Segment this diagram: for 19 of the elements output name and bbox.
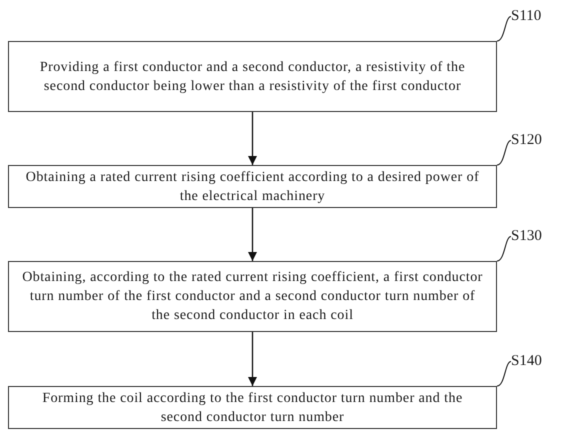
step-text: Forming the coil according to the first conductor turn number and the second conductor turn number: [41, 390, 464, 426]
process-box: [8, 386, 497, 429]
step-number: S140: [511, 353, 542, 370]
step-text: Obtaining, according to the rated current rising coefficient, a first conductor turn number of the first conductor and a second conductor turn number of the second conductor in each coil: [21, 269, 484, 325]
leader-line: [496, 140, 512, 166]
arrow: [248, 208, 257, 261]
step-text: Providing a first conductor and a second conductor, a resistivity of the second conductor being lower than a resistivity of the first conductor: [38, 58, 466, 96]
step-text: Obtaining a rated current rising coefficient according to a desired power of the electrical machinery: [24, 168, 480, 206]
process-box: [8, 261, 497, 332]
step-number: S130: [511, 228, 542, 245]
arrow: [248, 332, 257, 386]
leader-line: [496, 236, 512, 262]
arrow: [248, 112, 257, 165]
step-number: S110: [511, 8, 542, 25]
process-box: [8, 41, 497, 112]
leader-line: [496, 361, 512, 386]
process-box: [8, 165, 497, 208]
step-number: S120: [511, 132, 542, 149]
leader-line: [496, 16, 512, 42]
